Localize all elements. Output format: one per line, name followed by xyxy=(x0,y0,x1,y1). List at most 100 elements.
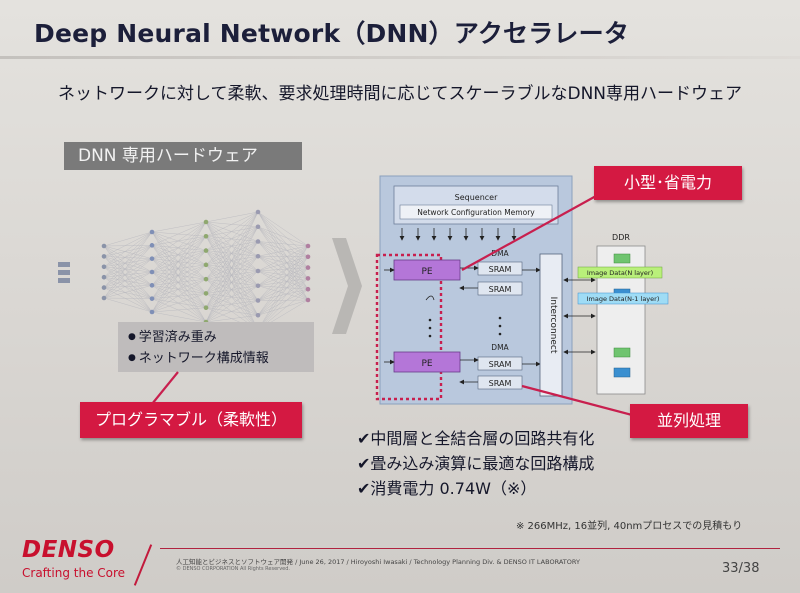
nn-edge xyxy=(205,236,259,242)
image-n1-label-box xyxy=(577,292,669,305)
nn-edge xyxy=(257,256,309,290)
nn-edge xyxy=(151,264,207,286)
nn-edge xyxy=(205,250,259,257)
nn-edge xyxy=(103,231,153,267)
nn-edge xyxy=(151,245,207,308)
sram-label: SRAM xyxy=(489,285,512,294)
nn-edge xyxy=(151,271,207,294)
nn-edge xyxy=(205,236,259,286)
nn-edge xyxy=(257,245,309,301)
nn-edge xyxy=(257,211,309,290)
nn-node xyxy=(255,209,261,215)
nn-edge xyxy=(151,221,207,286)
ddr-cell-blue xyxy=(613,367,631,378)
ddr-arrows xyxy=(563,277,596,355)
nn-edge xyxy=(205,293,259,316)
sram-block-bottom-2 xyxy=(477,375,523,390)
nn-edge xyxy=(257,211,309,257)
nn-node xyxy=(255,224,261,230)
nn-edge xyxy=(257,226,309,301)
check-item-conv-optimized: ✔畳み込み演算に最適な回路構成 xyxy=(357,454,595,473)
nn-edge xyxy=(205,221,259,227)
nn-edge xyxy=(257,270,309,290)
nn-edge xyxy=(151,311,207,323)
nn-edge xyxy=(151,221,207,259)
ddr-cell-green xyxy=(613,347,631,358)
nn-edge xyxy=(205,211,259,265)
nn-edge xyxy=(103,297,153,299)
nn-edge xyxy=(103,271,153,288)
nn-edge xyxy=(257,256,309,286)
nn-edge xyxy=(103,258,153,299)
image-n1-label: Image Data(N-1 layer) xyxy=(587,295,660,303)
image-n-label: Image Data(N layer) xyxy=(587,269,653,277)
nn-edge xyxy=(151,236,207,299)
nn-edge xyxy=(151,245,207,266)
nn-edge xyxy=(151,231,207,308)
pe-label-top: PE xyxy=(421,267,432,277)
nn-edge xyxy=(151,298,207,323)
nn-edge xyxy=(205,211,259,294)
tag-small-low-power: 小型･省電力 xyxy=(594,166,742,200)
nn-edge xyxy=(257,211,309,247)
nn-edge xyxy=(257,270,309,279)
title-divider xyxy=(0,56,800,59)
nn-node xyxy=(149,256,155,261)
nn-edge xyxy=(257,267,309,301)
nn-edge xyxy=(257,256,309,331)
footer-copyright: © DENSO CORPORATION All Rights Reserved. xyxy=(176,566,290,572)
callout-line-small xyxy=(461,195,597,271)
pe-arrows xyxy=(384,265,541,385)
nn-edge xyxy=(103,231,153,299)
nn-edge xyxy=(205,278,259,286)
nn-edge xyxy=(103,231,153,288)
nn-node xyxy=(305,286,311,292)
nn-edge xyxy=(257,267,309,286)
nn-edge xyxy=(103,256,153,299)
nn-input-icons xyxy=(58,262,70,283)
footer-divider xyxy=(160,548,780,549)
footnote: ※ 266MHz, 16並列, 40nmプロセスでの見積もり xyxy=(516,521,743,532)
nn-edge xyxy=(103,245,153,273)
config-memory-block xyxy=(399,204,553,220)
nn-edge xyxy=(151,250,207,259)
nn-edge xyxy=(205,264,259,272)
nn-edge xyxy=(257,226,309,290)
nn-edge xyxy=(151,271,207,323)
nn-edge xyxy=(205,264,259,286)
nn-edge xyxy=(257,226,309,268)
interconnect-block xyxy=(539,253,563,397)
nn-node xyxy=(149,229,155,235)
nn-edge xyxy=(205,264,259,316)
nn-edge xyxy=(151,271,207,280)
nn-edge xyxy=(257,289,309,301)
nn-edge xyxy=(103,285,153,299)
nn-edge xyxy=(151,231,207,266)
nn-node xyxy=(101,254,107,259)
nn-edge xyxy=(151,221,207,299)
nn-edge xyxy=(257,289,309,316)
nn-node xyxy=(203,219,209,225)
dma-label-bottom: DMA xyxy=(491,343,509,352)
nn-edge xyxy=(151,250,207,299)
nn-edge xyxy=(151,236,207,313)
nn-edge xyxy=(205,300,259,323)
nn-edge xyxy=(257,211,309,301)
sram-block-bottom-1 xyxy=(477,356,523,371)
nn-edge xyxy=(103,245,153,247)
nn-nodes xyxy=(101,209,311,333)
nn-edge xyxy=(257,285,309,290)
interconnect-label: Interconnect xyxy=(548,297,558,354)
nn-edge xyxy=(257,241,309,290)
nn-edge xyxy=(151,250,207,286)
nn-edge xyxy=(151,307,207,313)
check-item-power: ✔消費電力 0.74W（※） xyxy=(357,479,537,498)
ddr-cell-green xyxy=(613,253,631,264)
nn-node xyxy=(305,254,311,260)
info-bullet-config: ネットワーク構成情報 xyxy=(128,348,304,369)
nn-edge xyxy=(103,245,153,267)
nn-edge xyxy=(205,264,259,301)
